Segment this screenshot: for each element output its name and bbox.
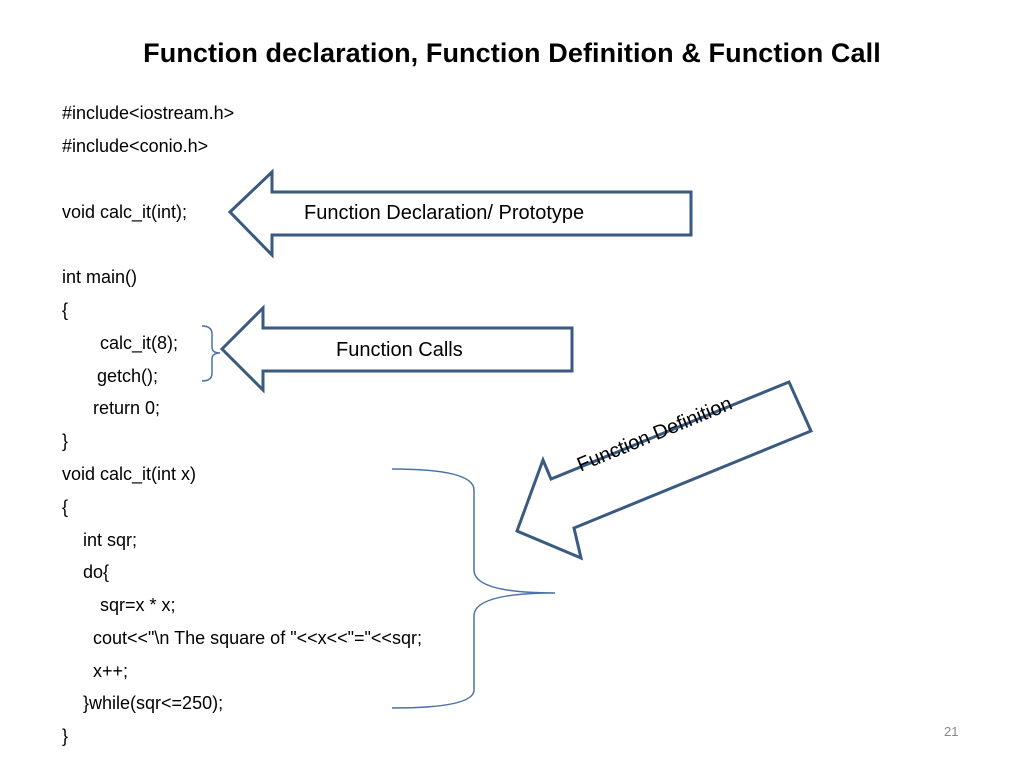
code-line: {	[62, 497, 69, 517]
code-line: do{	[83, 562, 110, 582]
code-line: cout<<"\n The square of "<<x<<"="<<sqr;	[93, 628, 422, 648]
code-line: }	[62, 726, 69, 746]
code-line: calc_it(8);	[100, 333, 179, 353]
code-line: void calc_it(int);	[62, 202, 188, 222]
slide-title: Function declaration, Function Definitio…	[143, 38, 881, 68]
code-line: #include<iostream.h>	[62, 103, 235, 123]
code-line: return 0;	[93, 398, 161, 418]
code-line: getch();	[97, 366, 159, 386]
code-line: x++;	[93, 661, 129, 681]
page-number: 21	[944, 724, 959, 739]
code-line: {	[62, 300, 69, 320]
code-line: int main()	[62, 267, 138, 287]
definition-arrow	[515, 380, 814, 561]
code-line: int sqr;	[83, 530, 138, 550]
code-line: #include<conio.h>	[62, 136, 209, 156]
declaration-arrow	[227, 168, 693, 259]
code-line: }while(sqr<=250);	[83, 693, 224, 713]
calls-arrow	[219, 304, 574, 394]
declaration-arrow-label: Function Declaration/ Prototype	[304, 202, 585, 224]
code-line: void calc_it(int x)	[62, 464, 197, 484]
calls-arrow-label: Function Calls	[336, 339, 463, 361]
calls-brace	[201, 325, 221, 382]
definition-brace	[391, 468, 556, 709]
code-line: sqr=x * x;	[100, 595, 176, 615]
code-line: }	[62, 431, 69, 451]
